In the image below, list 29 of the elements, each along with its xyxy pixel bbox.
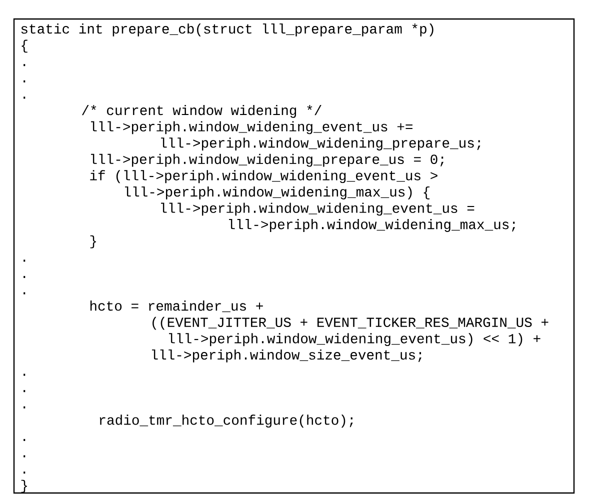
code-line: lll->periph.window_widening_prepare_us; <box>161 138 480 150</box>
code-line: /* current window widening */ <box>82 104 322 118</box>
code-line: . <box>24 64 26 66</box>
code-line: lll->periph.window_widening_max_us; <box>229 219 516 232</box>
code-line: . <box>24 390 26 392</box>
code-line: { <box>22 40 28 53</box>
code-line: . <box>24 80 26 82</box>
code-line: } <box>90 235 96 248</box>
code-line: . <box>24 438 26 441</box>
code-line: . <box>24 260 26 262</box>
code-line: hcto = remainder_us + <box>90 300 263 312</box>
code-line: lll->periph.window_widening_event_us) << 1) + <box>169 333 540 346</box>
code-line: if (lll->periph.window_widening_event_us > <box>90 170 438 184</box>
code-line: lll->periph.window_widening_event_us = <box>161 202 474 216</box>
code-line: . <box>24 472 26 474</box>
code-line: . <box>24 406 26 408</box>
code-line: . <box>24 374 26 376</box>
code-line: ((EVENT_JITTER_US + EVENT_TICKER_RES_MARGIN_US + <box>152 316 548 330</box>
code-line: lll->periph.window_size_event_us; <box>152 349 422 362</box>
code-line: . <box>24 455 26 458</box>
code-line: . <box>24 292 26 294</box>
code-line: lll->periph.window_widening_prepare_us = 0; <box>91 154 444 167</box>
code-line: . <box>24 276 26 278</box>
code-line: radio_tmr_hcto_configure(hcto); <box>100 414 353 428</box>
code-line: } <box>21 480 27 493</box>
code-line: lll->periph.window_widening_max_us) { <box>125 186 430 200</box>
code-line: . <box>24 96 26 99</box>
code-line: static int prepare_cb(struct lll_prepare_param *p) <box>21 23 434 36</box>
code-line: lll->periph.window_widening_event_us += <box>91 121 412 134</box>
